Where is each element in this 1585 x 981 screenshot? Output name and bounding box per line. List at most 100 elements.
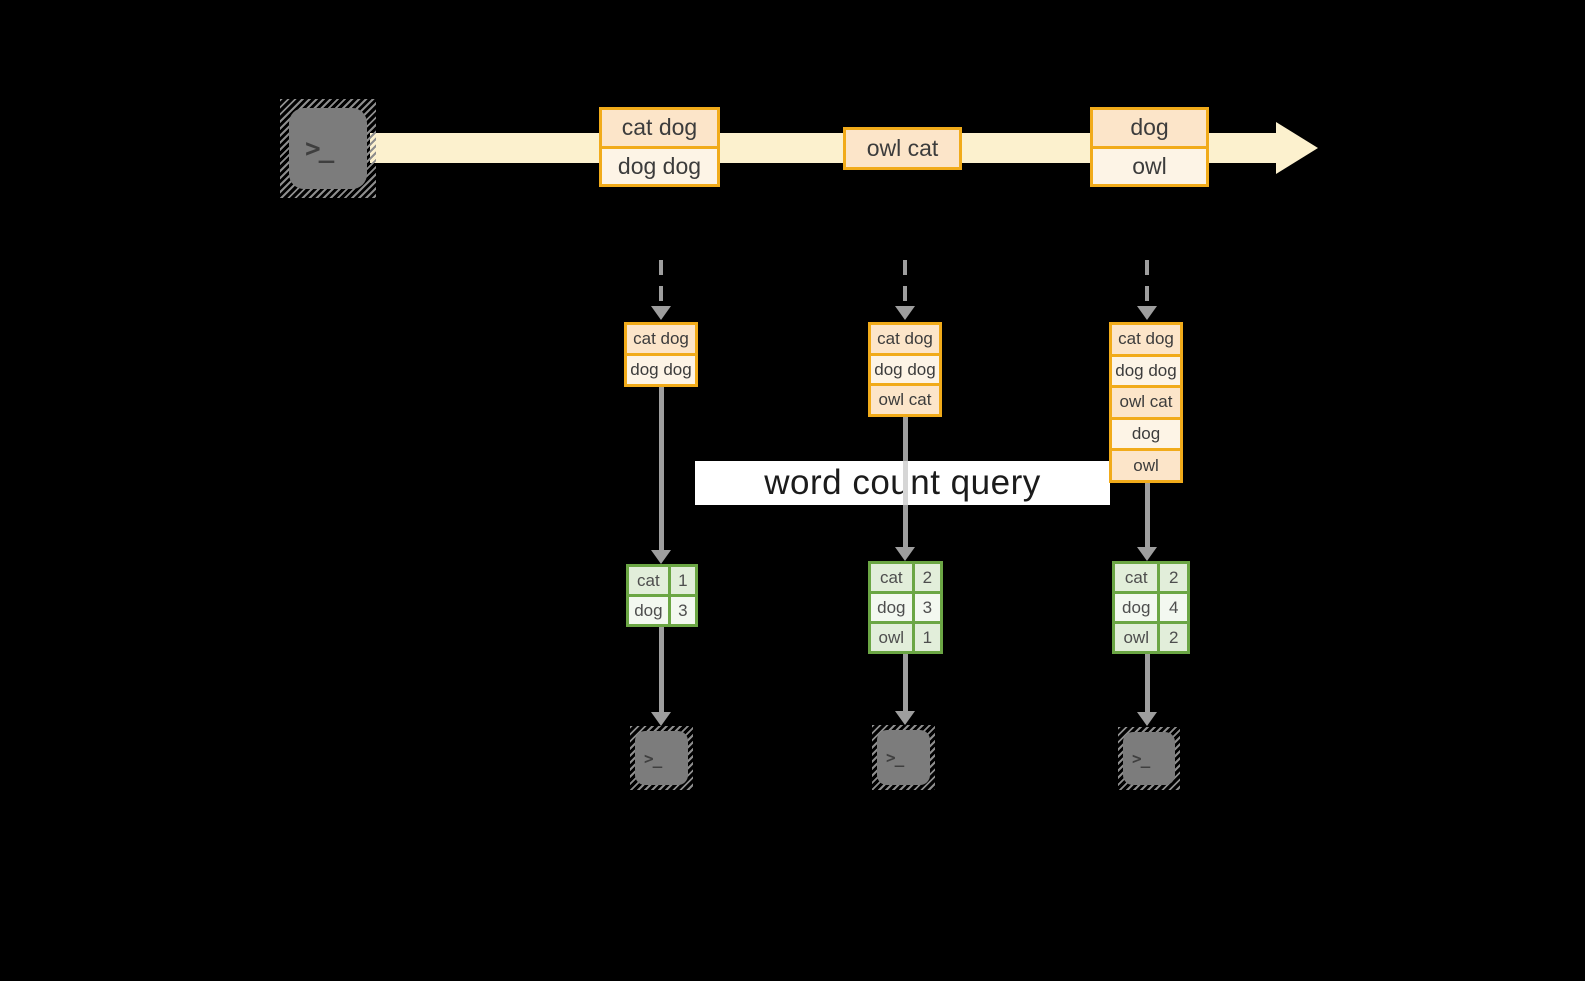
record-buffer-1: cat dog dog dog (624, 322, 698, 387)
terminal-prompt-icon: >_ (644, 748, 662, 768)
arrow-head-icon (651, 550, 671, 564)
count-row: cat 1 (629, 567, 695, 594)
count-value-text: 2 (922, 567, 933, 587)
event-record: dog dog (602, 145, 717, 184)
count-row: dog 3 (629, 594, 695, 624)
arrow-shaft (903, 461, 908, 505)
count-word: owl (871, 624, 912, 651)
arrow-shaft (1145, 483, 1150, 548)
count-value: 1 (667, 567, 695, 594)
dashed-arrow-head-icon (895, 306, 915, 320)
buffer-record: dog (1112, 416, 1180, 449)
count-value: 3 (667, 597, 695, 624)
count-word-text: dog (1122, 597, 1151, 617)
buffer-record-text: owl cat (878, 390, 932, 410)
event-record: dog (1093, 110, 1206, 146)
buffer-record-text: dog (1131, 424, 1161, 444)
event-record-text: owl (1132, 152, 1167, 179)
arrow-shaft (903, 654, 908, 711)
count-table-3: cat 2 dog 4 owl 2 (1112, 561, 1190, 654)
consumer-terminal-icon-1: >_ (630, 726, 693, 790)
count-value: 3 (911, 594, 940, 621)
event-record-text: dog (1130, 114, 1169, 141)
count-value-text: 1 (922, 627, 933, 647)
dashed-arrow-shaft (1145, 260, 1149, 306)
arrow-shaft (659, 387, 664, 550)
count-value: 2 (1157, 624, 1187, 651)
record-buffer-2: cat dog dog dog owl cat (868, 322, 942, 417)
count-word-text: dog (634, 600, 663, 620)
query-band: word count query (695, 461, 1110, 505)
dashed-arrow-shaft (659, 260, 663, 306)
buffer-record: dog dog (627, 353, 695, 384)
buffer-record-text: dog dog (1115, 360, 1177, 380)
buffer-record-text: dog dog (630, 360, 692, 379)
event-record-text: owl cat (866, 135, 939, 161)
count-value-text: 4 (1169, 597, 1179, 617)
buffer-record: cat dog (627, 325, 695, 353)
arrow-head-icon (895, 711, 915, 725)
count-word: owl (1115, 624, 1158, 651)
count-row: owl 1 (871, 621, 940, 651)
buffer-record: owl cat (1112, 385, 1180, 417)
count-table-1: cat 1 dog 3 (626, 564, 698, 627)
arrow-shaft (903, 417, 908, 461)
arrow-shaft (659, 627, 664, 712)
count-row: cat 2 (871, 564, 940, 591)
dashed-arrow-shaft (903, 260, 907, 306)
count-value: 2 (1157, 564, 1187, 591)
count-value-text: 3 (922, 597, 933, 617)
count-word: dog (1115, 594, 1158, 621)
terminal-body: >_ (1123, 732, 1175, 785)
buffer-record-text: dog dog (874, 359, 936, 379)
count-value-text: 2 (1169, 627, 1179, 647)
event-record-text: cat dog (621, 114, 698, 141)
dashed-arrow-head-icon (1137, 306, 1157, 320)
record-buffer-3: cat dog dog dog owl cat dog owl (1109, 322, 1183, 483)
stream-event-box-1: cat dog dog dog (599, 107, 720, 187)
dashed-arrow-head-icon (651, 306, 671, 320)
count-value: 1 (911, 624, 940, 651)
buffer-record: cat dog (871, 325, 939, 353)
count-value: 4 (1157, 594, 1187, 621)
event-record: owl cat (846, 130, 959, 167)
producer-terminal-icon: >_ (280, 99, 376, 198)
query-label: word count query (764, 463, 1041, 502)
buffer-record-text: cat dog (1118, 329, 1174, 349)
terminal-body: >_ (635, 731, 688, 785)
count-word: cat (629, 567, 668, 594)
consumer-terminal-icon-3: >_ (1118, 727, 1180, 790)
arrow-shaft (1145, 654, 1150, 712)
buffer-record: owl (1112, 448, 1180, 480)
terminal-prompt-icon: >_ (305, 133, 334, 164)
count-value-text: 3 (678, 600, 688, 620)
count-word-text: dog (877, 597, 906, 617)
buffer-record-text: owl (1133, 455, 1159, 475)
terminal-prompt-icon: >_ (1132, 749, 1150, 768)
count-row: dog 3 (871, 591, 940, 621)
count-table-2: cat 2 dog 3 owl 1 (868, 561, 943, 654)
terminal-body: >_ (289, 108, 367, 189)
terminal-body: >_ (877, 730, 930, 785)
count-row: owl 2 (1115, 621, 1187, 651)
count-word: cat (871, 564, 912, 591)
arrow-head-icon (651, 712, 671, 726)
stream-arrowhead-icon (1276, 122, 1318, 174)
buffer-record: cat dog (1112, 325, 1180, 354)
arrow-shaft (903, 505, 908, 548)
buffer-record: owl cat (871, 383, 939, 415)
buffer-record-text: owl cat (1119, 392, 1173, 412)
arrow-head-icon (895, 547, 915, 561)
arrow-head-icon (1137, 712, 1157, 726)
count-value-text: 1 (678, 570, 688, 590)
count-word-text: owl (1123, 627, 1149, 647)
count-word-text: cat (1124, 567, 1148, 587)
terminal-prompt-icon: >_ (886, 748, 904, 767)
stream-event-box-3: dog owl (1090, 107, 1209, 187)
count-word-text: cat (637, 570, 660, 590)
arrow-head-icon (1137, 547, 1157, 561)
count-word-text: owl (878, 627, 905, 647)
count-word: dog (871, 594, 912, 621)
count-row: cat 2 (1115, 564, 1187, 591)
